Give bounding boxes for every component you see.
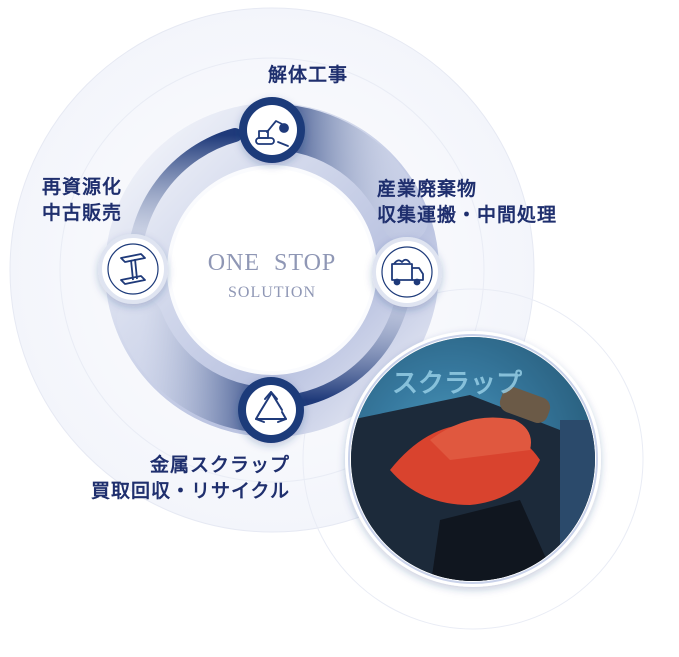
steel-beam-icon	[120, 253, 146, 285]
step-label-line: 解体工事	[268, 64, 349, 86]
center-disc	[171, 169, 373, 371]
dump-truck-icon	[391, 258, 424, 286]
photo-ring	[348, 334, 598, 584]
step-label-line: 買取回収・リサイクル	[90, 480, 290, 502]
photo-sign-text: スクラップ	[392, 369, 523, 399]
step-label-reuse: 再資源化 中古販売	[42, 174, 122, 226]
recycle-icon	[255, 391, 287, 423]
step-label-scrap: 金属スクラップ 買取回収・リサイクル	[68, 452, 290, 504]
step-node-waste	[372, 237, 442, 307]
photo-guide-circle	[302, 288, 644, 630]
step-label-line: 中古販売	[42, 202, 123, 224]
center-title: ONE STOP	[207, 250, 337, 276]
step-node-demolition	[239, 97, 305, 163]
step-label-waste: 産業廃棄物 収集運搬・中間処理	[377, 176, 557, 228]
inner-guide-circle	[59, 57, 485, 483]
center-subtitle: SOLUTION	[228, 284, 316, 301]
excavator-icon	[255, 120, 289, 147]
step-node-scrap	[238, 377, 304, 443]
step-label-line: 収集運搬・中間処理	[377, 204, 558, 226]
step-label-demolition: 解体工事	[268, 62, 348, 88]
worker-gloves-photo	[351, 337, 595, 581]
step-label-line: 金属スクラップ	[149, 454, 290, 476]
step-label-line: 再資源化	[42, 176, 123, 198]
step-label-line: 産業廃棄物	[377, 178, 478, 200]
step-node-reuse	[98, 234, 168, 304]
